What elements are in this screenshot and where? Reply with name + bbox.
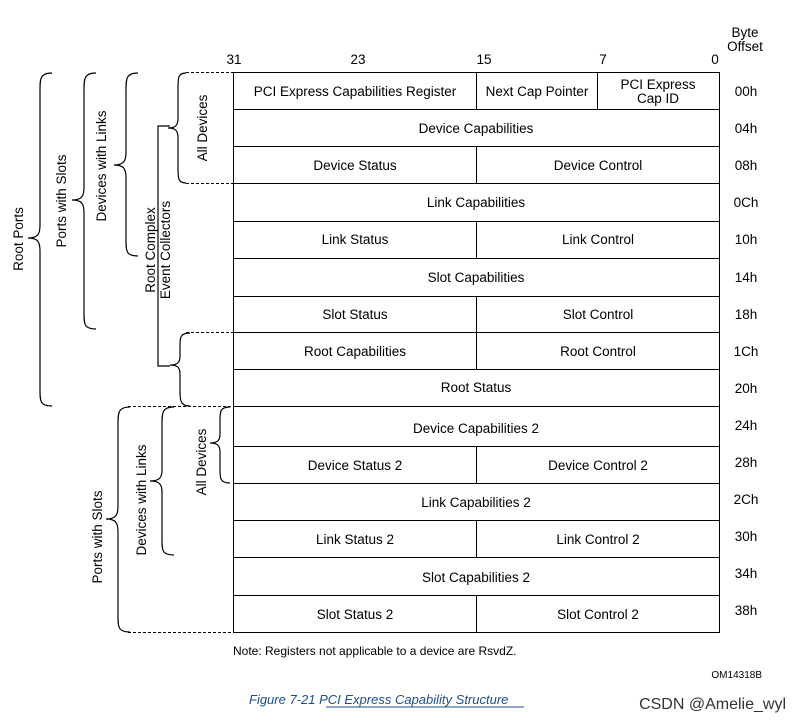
brace-devices-with-links bbox=[113, 72, 139, 257]
label-devices-with-links: Devices with Links bbox=[94, 110, 109, 221]
cell-link-control-2: Link Control 2 bbox=[556, 532, 639, 547]
label-root-ports: Root Ports bbox=[11, 207, 26, 271]
cell-root-capabilities: Root Capabilities bbox=[304, 344, 406, 359]
cell-device-status: Device Status bbox=[313, 158, 397, 173]
bit-label-15: 15 bbox=[476, 52, 491, 67]
cell-link-status-2: Link Status 2 bbox=[316, 532, 394, 547]
cell-link-status: Link Status bbox=[322, 232, 389, 247]
brace-root-ports bbox=[27, 72, 53, 407]
bit-labels: 31 23 15 7 0 bbox=[226, 52, 718, 67]
bracket-labels: Root Ports Ports with Slots Devices with… bbox=[11, 94, 210, 583]
cell-pcie-capabilities-register: PCI Express Capabilities Register bbox=[254, 84, 457, 99]
cell-link-control: Link Control bbox=[562, 232, 634, 247]
offset-30h: 30h bbox=[735, 529, 758, 544]
cell-device-status-2: Device Status 2 bbox=[308, 458, 403, 473]
cell-pcie-cap-id-line2: Cap ID bbox=[637, 91, 679, 106]
cell-root-control: Root Control bbox=[560, 344, 636, 359]
label-all-devices: All Devices bbox=[195, 94, 210, 161]
byte-offset-label-line1: Byte bbox=[731, 25, 758, 40]
label-root-complex-line2: Event Collectors bbox=[158, 201, 173, 300]
cell-slot-status: Slot Status bbox=[322, 307, 388, 322]
cell-slot-control-2: Slot Control 2 bbox=[557, 607, 639, 622]
brace-devices-with-links-2 bbox=[149, 406, 175, 556]
cell-device-control: Device Control bbox=[554, 158, 643, 173]
offset-18h: 18h bbox=[735, 307, 758, 322]
offset-2ch: 2Ch bbox=[734, 492, 759, 507]
label-root-complex-line1: Root Complex bbox=[143, 207, 158, 293]
cell-slot-control: Slot Control bbox=[563, 307, 634, 322]
braces bbox=[27, 72, 231, 633]
byte-offsets: 00h 04h 08h 0Ch 10h 14h 18h 1Ch 20h 24h … bbox=[734, 84, 759, 618]
offset-38h: 38h bbox=[735, 603, 758, 618]
cell-device-control-2: Device Control 2 bbox=[548, 458, 648, 473]
figure-id: OM14318B bbox=[711, 670, 762, 681]
cell-slot-capabilities: Slot Capabilities bbox=[428, 270, 525, 285]
watermark: CSDN @Amelie_wyl bbox=[639, 696, 786, 713]
brace-root-complex bbox=[157, 125, 170, 367]
bit-label-0: 0 bbox=[711, 52, 719, 67]
label-ports-with-slots-2: Ports with Slots bbox=[90, 490, 105, 583]
figure-caption: Figure 7-21 PCI Express Capability Struc… bbox=[249, 692, 508, 707]
byte-offset-header: Byte Offset bbox=[727, 25, 763, 54]
cell-device-capabilities: Device Capabilities bbox=[419, 121, 534, 136]
cell-link-capabilities: Link Capabilities bbox=[427, 195, 526, 210]
label-all-devices-2: All Devices bbox=[194, 428, 209, 495]
bit-label-23: 23 bbox=[350, 52, 365, 67]
dashed-guides bbox=[128, 72, 233, 633]
bit-label-31: 31 bbox=[226, 52, 241, 67]
offset-00h: 00h bbox=[735, 84, 758, 99]
offset-08h: 08h bbox=[735, 158, 758, 173]
cell-link-capabilities-2: Link Capabilities 2 bbox=[421, 495, 531, 510]
offset-34h: 34h bbox=[735, 566, 758, 581]
offset-28h: 28h bbox=[735, 455, 758, 470]
cell-device-capabilities-2: Device Capabilities 2 bbox=[413, 421, 539, 436]
label-ports-with-slots: Ports with Slots bbox=[54, 154, 69, 247]
offset-20h: 20h bbox=[735, 381, 758, 396]
cell-root-status: Root Status bbox=[441, 380, 512, 395]
offset-10h: 10h bbox=[735, 232, 758, 247]
brace-all-devices bbox=[167, 72, 187, 184]
cell-next-cap-pointer: Next Cap Pointer bbox=[486, 84, 589, 99]
offset-14h: 14h bbox=[735, 270, 758, 285]
bit-label-7: 7 bbox=[599, 52, 607, 67]
label-devices-with-links-2: Devices with Links bbox=[134, 444, 149, 555]
register-table bbox=[233, 72, 720, 633]
cell-pcie-cap-id-line1: PCI Express bbox=[620, 77, 695, 92]
offset-1ch: 1Ch bbox=[734, 344, 759, 359]
brace-rc-1ch bbox=[169, 332, 191, 407]
offset-04h: 04h bbox=[735, 121, 758, 136]
brace-ports-with-slots-2 bbox=[105, 406, 131, 633]
cell-slot-status-2: Slot Status 2 bbox=[317, 607, 394, 622]
brace-ports-with-slots bbox=[71, 72, 97, 330]
byte-offset-label-line2: Offset bbox=[727, 39, 763, 54]
brace-all-devices-2 bbox=[209, 406, 231, 484]
note-text: Note: Registers not applicable to a devi… bbox=[233, 644, 516, 658]
offset-0ch: 0Ch bbox=[734, 195, 759, 210]
offset-24h: 24h bbox=[735, 418, 758, 433]
cell-slot-capabilities-2: Slot Capabilities 2 bbox=[422, 570, 530, 585]
register-cells: PCI Express Capabilities Register Next C… bbox=[254, 77, 696, 622]
